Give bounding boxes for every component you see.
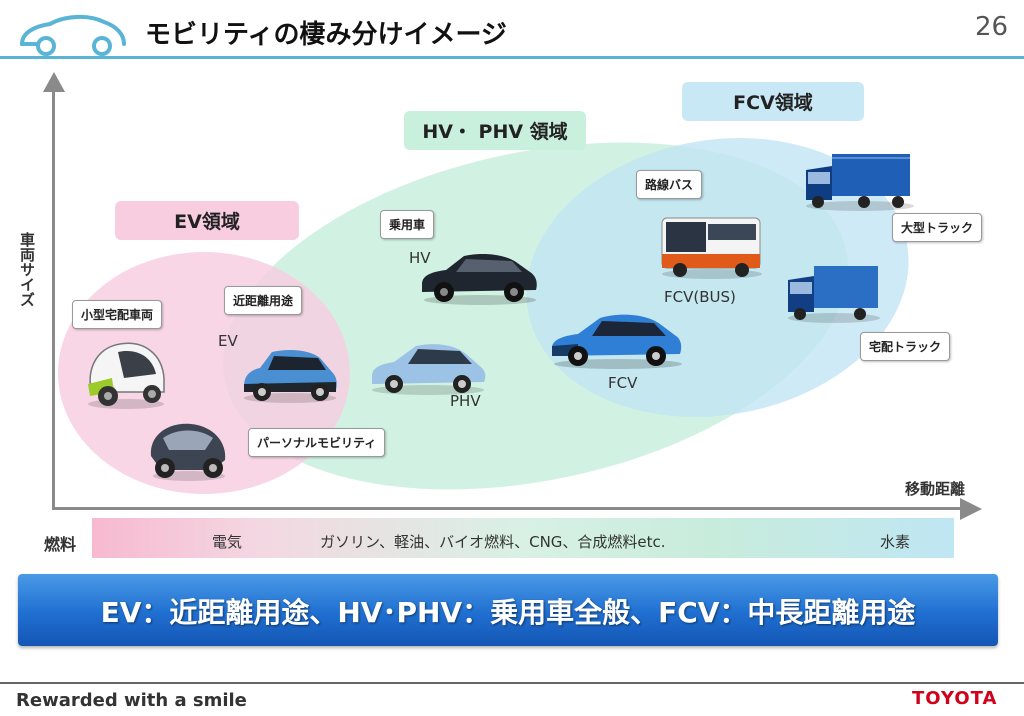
y-axis-label: 車両サイズ — [18, 232, 36, 307]
summary-banner — [18, 574, 998, 646]
tag-route-bus: 路線バス — [636, 170, 703, 199]
x-axis-arrow — [960, 498, 982, 520]
tag-short-range: 近距離用途 — [224, 286, 303, 315]
page-title: モビリティの棲み分けイメージ — [145, 20, 507, 50]
fuel-hydrogen: 水素 — [880, 533, 911, 551]
tag-delivery-truck: 宅配トラック — [860, 332, 951, 361]
caption-ev: EV — [218, 332, 238, 350]
fuel-electric: 電気 — [212, 533, 243, 551]
summary-banner-text: EV：近距離用途、HV･PHV：乗用車全般、FCV：中長距離用途 — [100, 596, 916, 629]
tag-passenger-car: 乗用車 — [380, 210, 435, 239]
fcv-area-label: FCV領域 — [682, 82, 864, 121]
delivery-truck-icon — [788, 266, 880, 323]
caption-fcv-bus: FCV(BUS) — [664, 288, 736, 306]
caption-hv: HV — [409, 249, 431, 267]
x-axis-label: 移動距離 — [905, 480, 966, 498]
micro-ev-icon — [88, 342, 165, 409]
caption-phv: PHV — [450, 392, 481, 410]
ev-area-label: EV領域 — [115, 201, 299, 240]
tag-small-delivery-vehicle: 小型宅配車両 — [72, 300, 163, 329]
footer-divider — [0, 682, 1024, 684]
tag-large-truck: 大型トラック — [892, 213, 983, 242]
car-logo-icon — [20, 15, 126, 56]
compact-ev-icon — [244, 350, 337, 403]
caption-fcv: FCV — [608, 374, 638, 392]
sedan-hv-icon — [422, 254, 537, 305]
y-axis-arrow — [43, 72, 65, 92]
brand-logo: TOYOTA — [912, 688, 998, 709]
hv-phv-area-label: HV・ PHV 領域 — [404, 111, 586, 150]
page-number: 26 — [975, 12, 1009, 42]
fuel-label: 燃料 — [44, 535, 77, 554]
tag-personal-mobility: パーソナルモビリティ — [248, 428, 386, 457]
fuel-gradient-bar — [92, 518, 954, 558]
fcv-sedan-icon — [552, 314, 682, 369]
hatchback-phv-icon — [372, 344, 486, 395]
large-truck-icon — [806, 154, 914, 211]
fuel-fossil: ガソリン、軽油、バイオ燃料、CNG、合成燃料etc. — [320, 533, 666, 551]
y-axis — [52, 88, 55, 508]
header-divider — [0, 56, 1024, 59]
bus-icon — [661, 217, 762, 279]
personal-mobility-icon — [150, 423, 226, 481]
footer-slogan: Rewarded with a smile — [16, 690, 247, 711]
x-axis — [52, 507, 967, 510]
